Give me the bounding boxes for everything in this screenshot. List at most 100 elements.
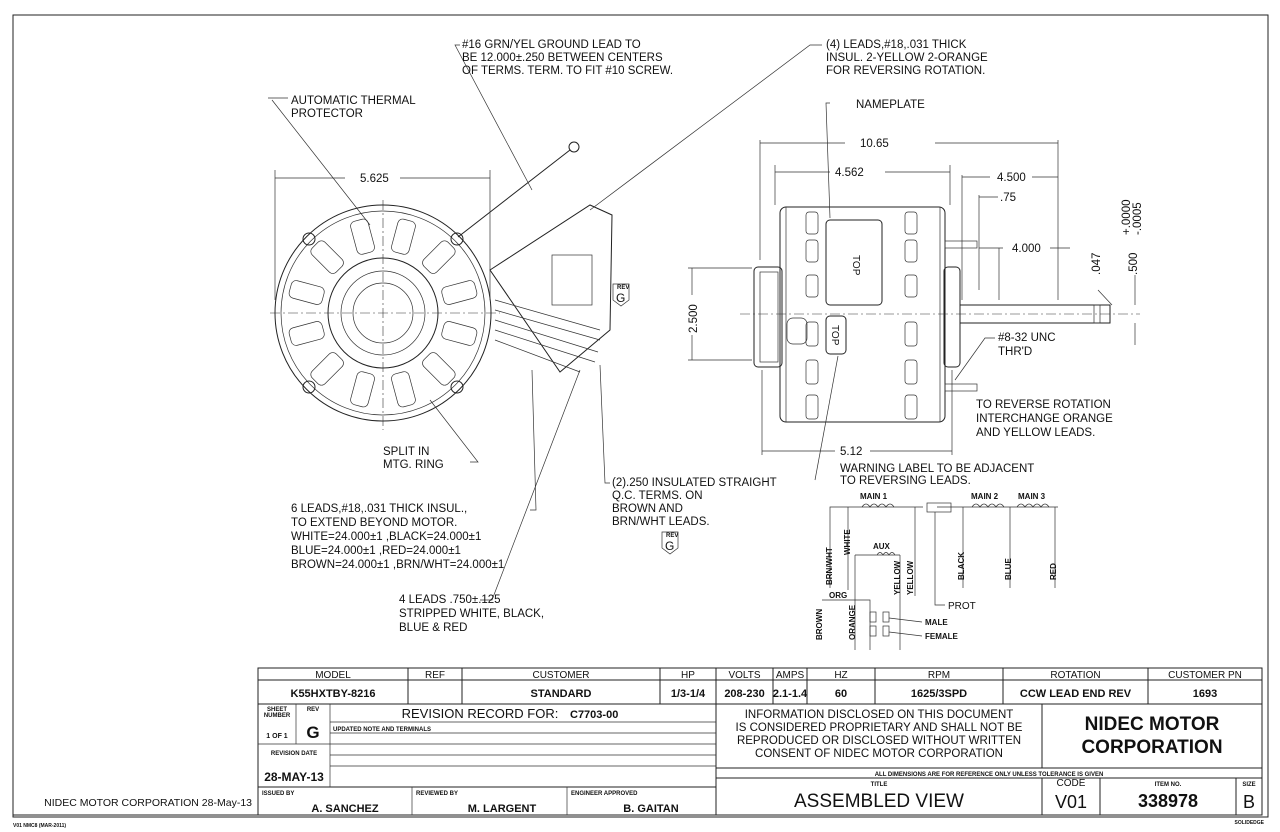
value-cell: 1625/3SPD [911,688,967,700]
svg-text:MAIN 1: MAIN 1 [860,492,888,501]
svg-text:B: B [1243,792,1255,812]
svg-text:AUX: AUX [873,542,891,551]
vent-slot [422,240,456,274]
value-cell: 2.1-1.4 [773,688,808,700]
header-cell: RPM [928,670,950,681]
svg-text:PROT: PROT [948,601,976,612]
svg-text:BLACK: BLACK [957,552,966,580]
svg-text:YELLOW: YELLOW [906,560,915,595]
header-cell: REF [425,670,445,681]
svg-text:REVIEWED BY: REVIEWED BY [416,791,458,797]
vent-slot [805,359,819,385]
drawing-border [12,14,1269,818]
svg-text:REV: REV [307,707,319,713]
svg-text:MAIN 2: MAIN 2 [971,492,999,501]
svg-text:A. SANCHEZ: A. SANCHEZ [311,803,379,815]
vent-slot [350,218,375,255]
svg-text:UPDATED NOTE AND TERMINALS: UPDATED NOTE AND TERMINALS [333,727,431,733]
svg-text:.75: .75 [1000,192,1016,204]
header-cell: VOLTS [728,670,760,681]
svg-text:TITLE: TITLE [871,782,888,788]
svg-text:MALE: MALE [925,618,948,627]
footer-company-date: NIDEC MOTOR CORPORATION 28-May-13 [44,797,252,809]
svg-text:G: G [665,539,674,553]
svg-text:V01: V01 [1055,792,1087,812]
svg-text:YELLOW: YELLOW [893,560,902,595]
svg-text:4.562: 4.562 [835,167,864,179]
vent-slot [288,321,325,346]
svg-text:ALL DIMENSIONS ARE FOR REFEREN: ALL DIMENSIONS ARE FOR REFERENCE ONLY UN… [875,772,1104,778]
svg-text:ORANGE: ORANGE [848,604,857,640]
svg-text:REV: REV [617,285,629,291]
svg-text:28-MAY-13: 28-MAY-13 [264,770,324,784]
vent-slot [441,280,478,305]
svg-text:CODE: CODE [1057,778,1086,789]
vent-slot [805,394,819,420]
svg-text:TOP: TOP [829,325,840,346]
svg-text:5.12: 5.12 [840,446,862,458]
value-cell: 60 [835,688,847,700]
svg-text:C7703-00: C7703-00 [570,709,618,721]
svg-text:TOP: TOP [850,255,861,276]
vent-slot [288,280,325,305]
vent-slot [904,211,918,235]
header-cell: CUSTOMER PN [1168,670,1242,681]
svg-text:+.0000: +.0000 [1121,200,1133,236]
vent-slot [805,274,819,298]
side-view: TOP TOP [740,206,1140,423]
header-cell: HZ [834,670,847,681]
svg-text:4.000: 4.000 [1012,243,1041,255]
header-cell: HP [681,670,695,681]
end-view [270,141,613,430]
svg-text:G: G [616,291,625,305]
vent-slot [805,239,819,263]
vent-slot [904,394,918,420]
vent-slot [391,218,416,255]
rev: G [306,723,319,742]
vent-slot [904,239,918,263]
svg-text:10.65: 10.65 [860,138,889,150]
footer-form: V01 NMC8 (MAR-2011) [13,823,66,829]
svg-text:ENGINEER APPROVED: ENGINEER APPROVED [571,791,638,797]
drawing-title: ASSEMBLED VIEW [794,791,964,812]
svg-text:REV: REV [666,533,678,539]
value-cell: 1693 [1193,688,1217,700]
side-dimensions: 10.65 4.562 4.500 .75 4.000 .047 .500 +.… [688,138,1144,458]
svg-text:2.500: 2.500 [688,304,700,333]
vent-slot [391,371,416,408]
vent-slot [310,240,344,274]
svg-text:B. GAITAN: B. GAITAN [623,803,678,815]
svg-text:MAIN 3: MAIN 3 [1018,492,1046,501]
footer-cad: SOLIDEDGE [1235,820,1265,826]
header-cell: CUSTOMER [532,670,589,681]
svg-text:WHITE: WHITE [843,529,852,555]
vent-slot [904,321,918,347]
svg-text:REVISION RECORD FOR:: REVISION RECORD FOR: [402,706,559,721]
vent-slot [350,371,375,408]
value-cell: STANDARD [531,688,592,700]
svg-text:BLUE: BLUE [1004,558,1013,580]
svg-text:BRN/WHT: BRN/WHT [825,547,834,585]
vent-slot [805,321,819,347]
svg-text:ISSUED BY: ISSUED BY [262,791,294,797]
svg-text:M. LARGENT: M. LARGENT [468,803,537,815]
dim-label: 5.625 [360,173,389,185]
note-nameplate: NAMEPLATE [856,99,925,111]
svg-text:FEMALE: FEMALE [925,632,959,641]
vent-slot [904,274,918,298]
sheet-number: 1 OF 1 [266,733,288,740]
svg-text:.047: .047 [1091,253,1103,275]
item-number: 338978 [1138,791,1198,811]
